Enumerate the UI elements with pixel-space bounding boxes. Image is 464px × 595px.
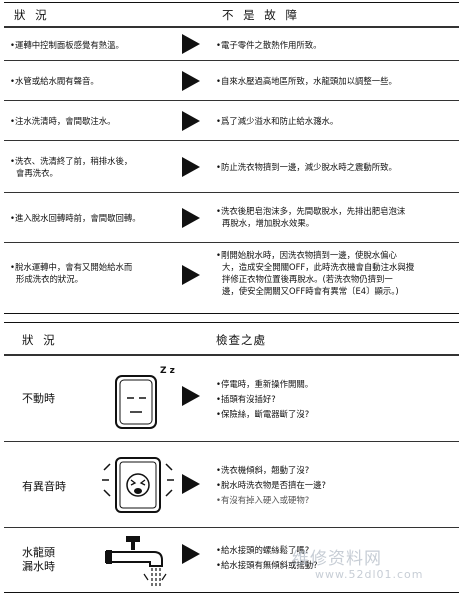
table-row: •運轉中控制面板感覺有熱溫。 •電子零件之散熱作用所致。	[4, 27, 459, 60]
leaking-faucet-icon	[105, 536, 167, 588]
table-header-row: 狀 況 不 是 故 障	[4, 3, 459, 27]
watermark-text: 维修资料网	[292, 549, 382, 569]
table-row: •洗衣、洗清終了前，稍排水後， 會再洗衣。 •防止洗衣物擠到一邊，減少脫水時之震…	[4, 140, 459, 192]
table-row: 不動時 Z z •停電時，重新操作開關。 •插頭有沒插好? •保險絲，斷電器斷了…	[4, 355, 459, 441]
header-check-points: 檢查之處	[216, 333, 266, 347]
arrow-right-icon	[182, 474, 200, 494]
table-row: •注水洗清時，會間歇注水。 •爲了減少溢水和防止給水濺水。	[4, 100, 459, 140]
table-row: •進入脫水回轉時前，會間歇回轉。 •洗衣後肥皂泡沫多，先間歇脫水，先排出肥皂泡沫…	[4, 192, 459, 242]
table-row: •水管或給水閥有聲音。 •自來水壓過高地區所致，水龍頭加以調整一些。	[4, 60, 459, 100]
header-situation: 狀 況	[14, 8, 50, 22]
noisy-machine-icon	[102, 457, 174, 513]
check-points-table: 狀 況 檢查之處 不動時 Z z •停電時，重新操作開關。 •插頭有沒插好? •…	[4, 322, 459, 593]
header-not-a-fault: 不 是 故 障	[222, 8, 300, 22]
not-a-fault-table: 狀 況 不 是 故 障 •運轉中控制面板感覺有熱溫。 •電子零件之散熱作用所致。…	[4, 2, 459, 314]
arrow-right-icon	[182, 34, 200, 54]
header-situation: 狀 況	[22, 333, 58, 347]
arrow-right-icon	[182, 111, 200, 131]
sleeping-machine-icon	[115, 375, 157, 429]
table-row: •脫水運轉中，會有又開始給水而 形成洗衣的狀況。 •剛開始脫水時，因洗衣物擠到一…	[4, 242, 459, 313]
arrow-right-icon	[182, 208, 200, 228]
arrow-right-icon	[182, 544, 200, 564]
arrow-right-icon	[182, 157, 200, 177]
table-header-row: 狀 況 檢查之處	[4, 323, 459, 355]
arrow-right-icon	[182, 265, 200, 285]
watermark-url: www.52dl01.com	[315, 568, 424, 581]
zzz-sleep-label: Z z	[160, 366, 175, 376]
table-row: 有異音時 •洗衣機傾斜，翹動了沒? •脫水時洗衣物是否擠在一邊? •有沒有掉入硬…	[4, 441, 459, 527]
arrow-right-icon	[182, 386, 200, 406]
arrow-right-icon	[182, 71, 200, 91]
table-row: 水龍頭 漏水時 •給水接頭的螺絲鬆了嗎? •給水接頭有無傾斜或搖動?	[4, 527, 459, 593]
